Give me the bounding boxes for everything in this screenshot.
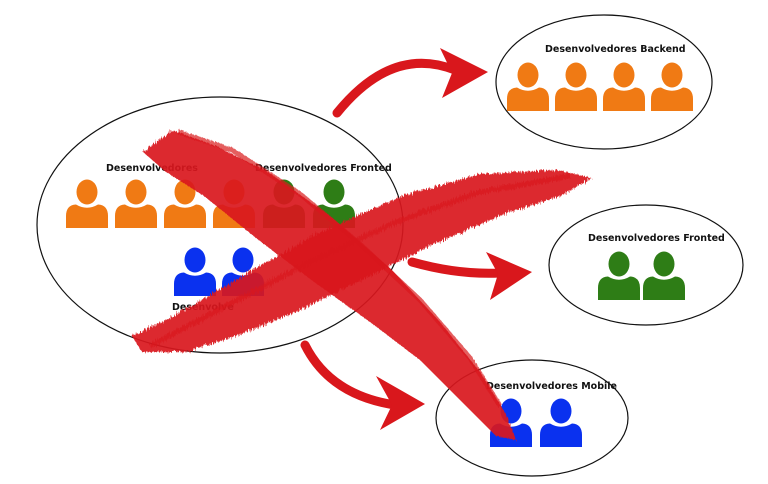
red-x-icon	[132, 129, 592, 440]
arrows	[300, 48, 532, 430]
target-frontend-people	[598, 251, 685, 300]
backend-group-ellipse	[495, 14, 713, 150]
person-icon	[507, 62, 549, 111]
curved-arrow-icon	[332, 48, 488, 118]
person-icon	[540, 398, 582, 447]
curved-arrow-icon	[407, 252, 532, 300]
person-icon	[66, 179, 108, 228]
person-icon	[555, 62, 597, 111]
target-frontend-label: Desenvolvedores Fronted	[588, 233, 725, 244]
curved-arrow-icon	[300, 340, 425, 430]
person-icon	[603, 62, 645, 111]
person-icon	[651, 62, 693, 111]
target-backend-label: Desenvolvedores Backend	[545, 44, 686, 55]
mobile-group-ellipse	[435, 359, 629, 477]
source-backend-label: Desenvolvedores	[106, 163, 198, 174]
frontend-group-ellipse	[548, 204, 744, 326]
source-frontend-label: Desenvolvedores Fronted	[255, 163, 392, 174]
person-icon	[598, 251, 640, 300]
person-icon	[643, 251, 685, 300]
person-icon	[174, 247, 216, 296]
target-mobile-label: Desenvolvedores Mobile	[486, 381, 617, 392]
target-backend-people	[507, 62, 693, 111]
person-icon	[115, 179, 157, 228]
